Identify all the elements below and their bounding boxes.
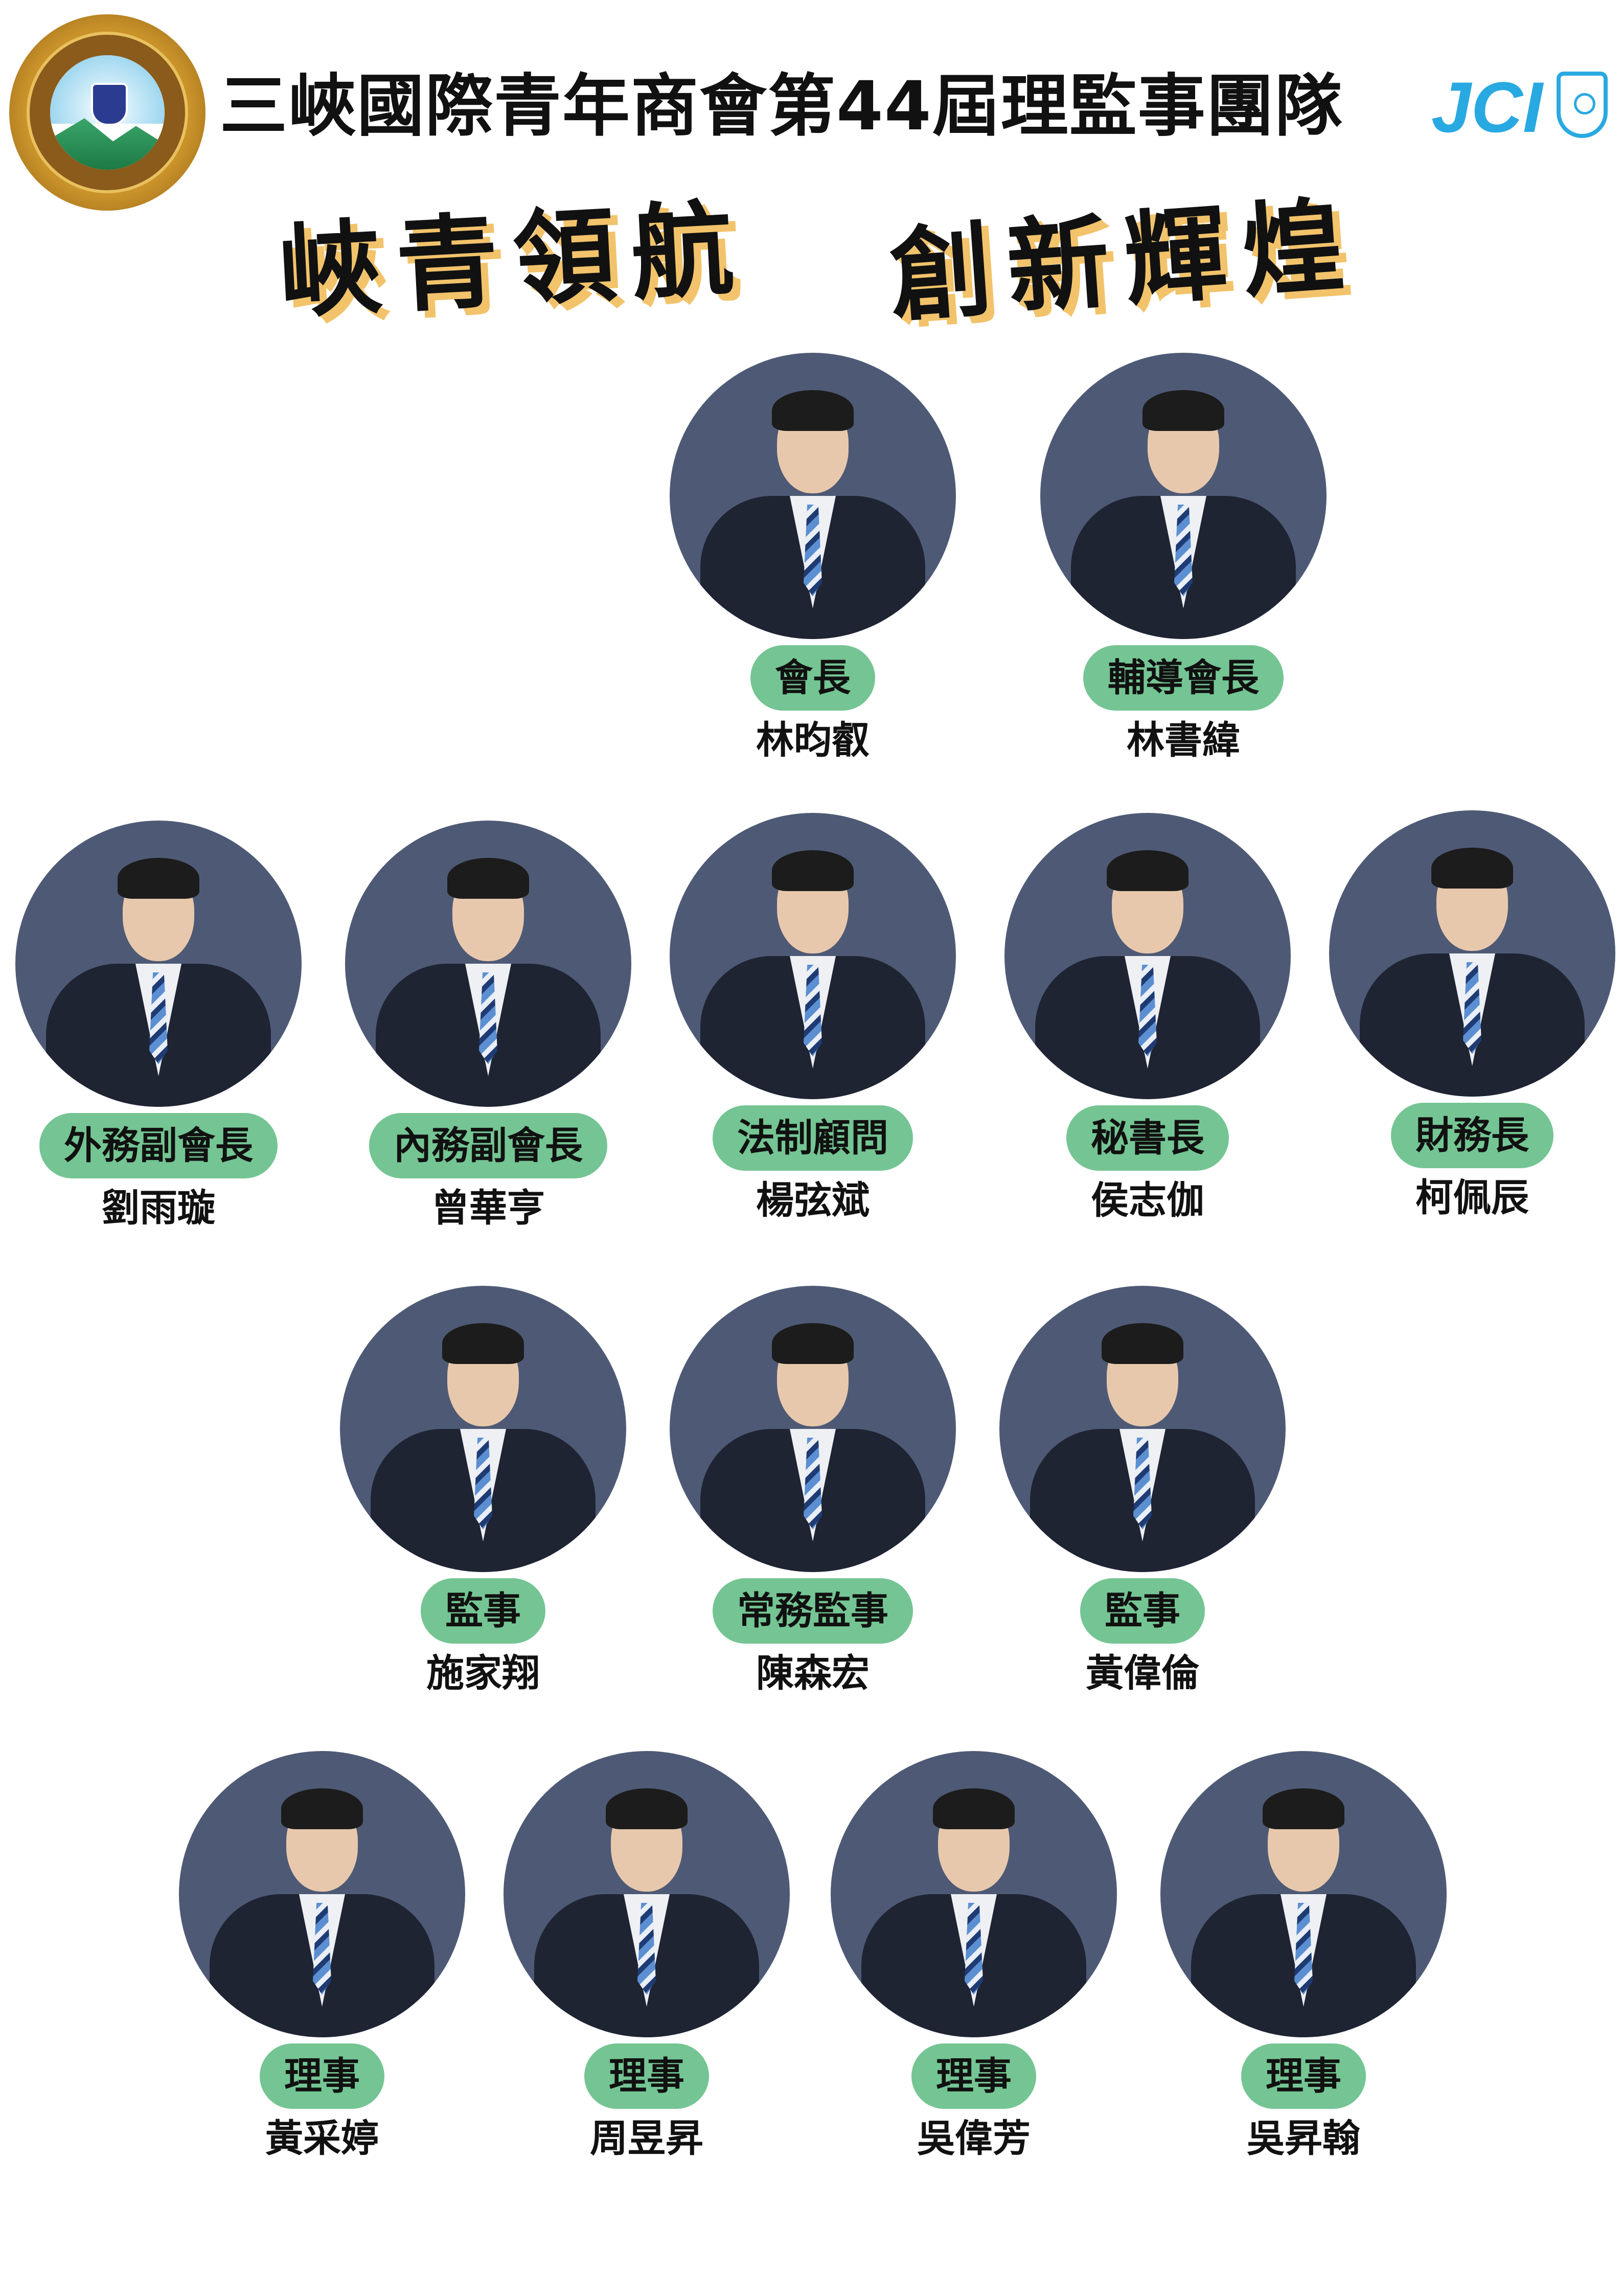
member-card-internal-vp: 內務副會長 曾華亨 — [325, 821, 652, 1234]
role-badge: 理事 — [1241, 2043, 1366, 2109]
member-photo — [1004, 813, 1291, 1099]
member-photo — [670, 1286, 956, 1572]
member-photo — [15, 821, 302, 1107]
role-badge: 法制顧問 — [713, 1105, 913, 1171]
role-badge: 理事 — [911, 2043, 1036, 2109]
mountain-icon — [50, 118, 165, 170]
member-photo — [504, 1751, 790, 2037]
role-badge: 會長 — [750, 645, 875, 711]
logo-ring — [27, 32, 188, 193]
member-photo — [1040, 353, 1327, 639]
member-card-advisor: 輔導會長 林書緯 — [1020, 353, 1347, 766]
member-card-legal-advisor: 法制顧問 楊弦斌 — [649, 813, 976, 1226]
chapter-logo-seal — [9, 14, 205, 211]
role-badge: 內務副會長 — [369, 1113, 607, 1178]
slogan-right: 創新輝煌 — [885, 184, 1364, 337]
member-name: 柯佩辰 — [1415, 1176, 1529, 1220]
role-badge: 常務監事 — [713, 1578, 913, 1644]
member-photo — [179, 1751, 465, 2037]
jci-logo-text: JCI — [1431, 67, 1543, 147]
logo-emblem — [50, 55, 165, 170]
member-name: 林書緯 — [1127, 718, 1240, 762]
member-photo — [1329, 810, 1615, 1097]
jci-shield-icon — [1557, 72, 1608, 138]
member-card-external-vp: 外務副會長 劉雨璇 — [0, 821, 322, 1234]
member-photo — [999, 1286, 1286, 1572]
member-name: 施家翔 — [426, 1651, 540, 1695]
member-name: 楊弦斌 — [756, 1178, 870, 1222]
member-name: 侯志伽 — [1091, 1178, 1204, 1222]
member-card-secretary-general: 秘書長 侯志伽 — [984, 813, 1311, 1226]
member-photo — [831, 1751, 1117, 2037]
member-card-supervisor: 監事 施家翔 — [319, 1286, 647, 1699]
member-card-director: 理事 吳偉芳 — [810, 1751, 1137, 2164]
role-badge: 理事 — [584, 2043, 709, 2109]
shield-icon — [91, 82, 128, 126]
member-card-president: 會長 林昀叡 — [649, 353, 976, 766]
member-card-standing-supervisor: 常務監事 陳森宏 — [649, 1286, 976, 1699]
role-badge: 外務副會長 — [39, 1113, 278, 1178]
member-name: 吳偉芳 — [917, 2117, 1031, 2161]
member-name: 黃偉倫 — [1086, 1651, 1199, 1695]
member-name: 曾華亨 — [431, 1186, 545, 1230]
role-badge: 輔導會長 — [1083, 645, 1284, 711]
member-photo — [1160, 1751, 1447, 2037]
member-photo — [670, 353, 956, 639]
member-name: 吳昇翰 — [1247, 2117, 1360, 2161]
role-badge: 理事 — [260, 2043, 384, 2109]
member-card-director: 理事 吳昇翰 — [1140, 1751, 1467, 2164]
member-name: 陳森宏 — [756, 1651, 870, 1695]
role-badge: 監事 — [1080, 1578, 1205, 1644]
member-photo — [340, 1286, 626, 1572]
member-card-director: 理事 黃采婷 — [158, 1751, 486, 2164]
member-card-director: 理事 周昱昇 — [483, 1751, 810, 2164]
role-badge: 秘書長 — [1066, 1105, 1229, 1171]
role-badge: 財務長 — [1391, 1103, 1553, 1168]
page-title: 三峽國際青年商會第44屆理監事團隊 — [220, 67, 1343, 146]
slogan-left: 峽青領航 — [276, 188, 752, 333]
member-card-supervisor: 監事 黃偉倫 — [979, 1286, 1306, 1699]
member-photo — [670, 813, 956, 1099]
member-name: 黃采婷 — [265, 2117, 379, 2161]
member-name: 林昀叡 — [756, 718, 870, 762]
role-badge: 監事 — [421, 1578, 545, 1644]
member-card-treasurer: 財務長 柯佩辰 — [1309, 810, 1623, 1223]
member-photo — [345, 821, 631, 1107]
member-name: 周昱昇 — [590, 2117, 703, 2161]
member-name: 劉雨璇 — [102, 1186, 215, 1230]
